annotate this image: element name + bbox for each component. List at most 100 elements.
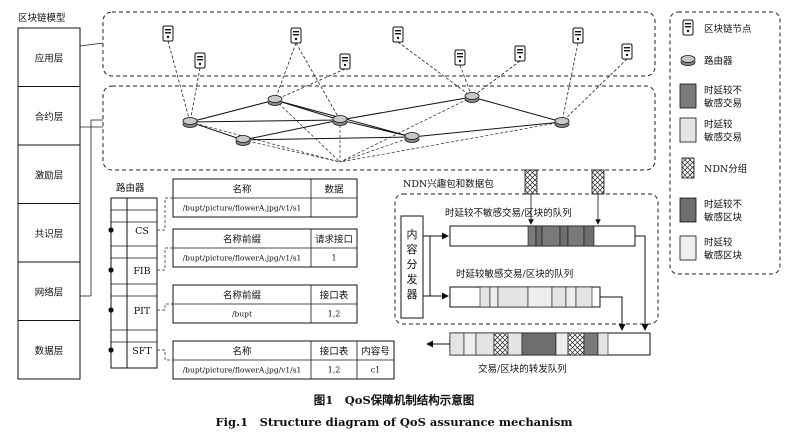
node-router-link — [167, 40, 191, 123]
table-header: 名称 — [232, 184, 252, 196]
node-router-link — [561, 42, 579, 123]
router-ndn-link — [189, 121, 341, 163]
forwarding-item — [463, 332, 477, 356]
table-connector — [157, 349, 173, 361]
router-link — [339, 96, 473, 121]
queues — [423, 225, 651, 356]
table-header: 数据 — [324, 184, 344, 196]
layer-link-app — [79, 42, 104, 47]
insensitive-item — [527, 225, 537, 247]
sensitive-item — [479, 286, 491, 308]
distributor-char: 内 — [407, 227, 418, 241]
light-gray-rect-icon — [679, 235, 697, 261]
blockchain-model-title: 区块链模型 — [18, 12, 66, 24]
forwarding-item — [493, 332, 509, 356]
blockchain-node-icon — [392, 26, 404, 43]
forwarding-item — [555, 332, 569, 356]
forwarding-item — [597, 332, 609, 356]
layer-box — [17, 320, 81, 380]
forwarding-item — [583, 332, 599, 356]
sensitive-item — [489, 286, 499, 308]
router-table-name: FIB — [133, 266, 150, 277]
router-link — [242, 119, 341, 141]
layer-box — [17, 144, 81, 204]
light-gray-rect-icon — [679, 117, 697, 143]
layer-box — [17, 86, 81, 146]
layer-box — [17, 27, 81, 87]
node-router-link — [274, 42, 297, 101]
node-router-link — [459, 64, 473, 98]
legend-label: 区块链节点 — [704, 23, 752, 35]
legend-label: NDN分组 — [704, 163, 748, 175]
ndn-packet-a — [524, 169, 538, 195]
distributor-char: 容 — [407, 242, 418, 256]
router-icon — [267, 95, 283, 106]
forwarding-queue-label: 交易/区块的转发队列 — [478, 363, 567, 375]
blockchain-node-icon — [621, 43, 633, 60]
layer-box — [17, 203, 81, 263]
table-cell: /bupt/picture/flowerA.jpg/v1/s1 — [183, 366, 302, 375]
node-router-link — [471, 60, 521, 98]
router-table-name: CS — [135, 226, 149, 237]
router-link — [411, 121, 563, 138]
queue-region — [394, 193, 659, 325]
sensitive-item — [527, 286, 553, 308]
table-header: 接口表 — [320, 346, 349, 358]
caption-en: Fig.1 Structure diagram of QoS assurance… — [216, 415, 573, 429]
sensitive-queue-label: 时延较敏感交易/区块的队列 — [456, 268, 573, 280]
legend-label: 时延较 — [704, 237, 733, 249]
table-cell: /bupt/picture/flowerA.jpg/v1/s1 — [183, 254, 302, 263]
table-header: 名称前缀 — [223, 290, 262, 302]
router-ndn-link — [339, 121, 563, 163]
router-ndn-link — [242, 139, 341, 163]
legend-label: 路由器 — [704, 55, 733, 67]
node-router-link — [189, 67, 201, 123]
distributor-char: 器 — [407, 288, 418, 301]
insensitive-item — [583, 225, 595, 247]
table-cell: 1,2 — [328, 366, 341, 375]
forwarding-item — [521, 332, 557, 356]
layer-label: 共识层 — [35, 229, 64, 240]
node-router-link — [274, 68, 346, 101]
blockchain-node-icon — [290, 27, 302, 44]
blockchain-node-icon — [454, 49, 466, 66]
router-link — [189, 99, 276, 123]
queue1-forward-arrow — [635, 235, 649, 331]
router-table-name: SFT — [132, 346, 152, 357]
legend-label: 敏感区块 — [704, 212, 743, 224]
table-cell: /bupt — [232, 310, 252, 319]
table-cell: 1 — [331, 254, 336, 263]
insensitive-item — [541, 225, 561, 247]
sensitive-item — [551, 286, 567, 308]
crosshatch-rect-icon — [681, 157, 695, 179]
distributor-char: 分 — [407, 258, 418, 271]
table-connector — [157, 303, 173, 311]
legend-label: 时延较不 — [704, 85, 743, 97]
router-link — [471, 96, 563, 123]
layer-label: 网络层 — [35, 286, 64, 298]
router-icon — [235, 135, 251, 146]
table-header: 名称前缀 — [223, 234, 262, 246]
network-graph — [162, 25, 633, 163]
legend-label: 敏感交易 — [704, 98, 742, 110]
port-dot — [108, 267, 114, 273]
blockchain-node-icon — [514, 45, 526, 62]
router-region — [102, 85, 656, 171]
router-structure: CS FIB PIT SFT 名称/bupt/picture/flowerA.jpg/v… — [108, 178, 395, 380]
blockchain-node-icon — [682, 19, 694, 36]
sensitive-item — [565, 286, 577, 308]
router-table-name: PIT — [134, 306, 151, 317]
insensitive-item — [559, 225, 569, 247]
content-distributor — [400, 215, 424, 319]
caption-cn: 图1 QoS保障机制结构示意图 — [314, 393, 475, 407]
distributor-char: 发 — [407, 272, 418, 286]
layer-label: 合约层 — [35, 111, 64, 123]
application-region — [102, 11, 656, 77]
table-cell: /bupt/picture/flowerA.jpg/v1/s1 — [183, 204, 302, 213]
router-icon — [404, 132, 420, 143]
forwarding-item — [475, 332, 495, 356]
router-table-column — [126, 197, 158, 369]
node-router-link — [397, 41, 473, 98]
legend: 区块链节点路由器时延较不敏感交易时延较敏感交易NDN分组时延较不敏感区块时延较敏… — [679, 19, 752, 262]
